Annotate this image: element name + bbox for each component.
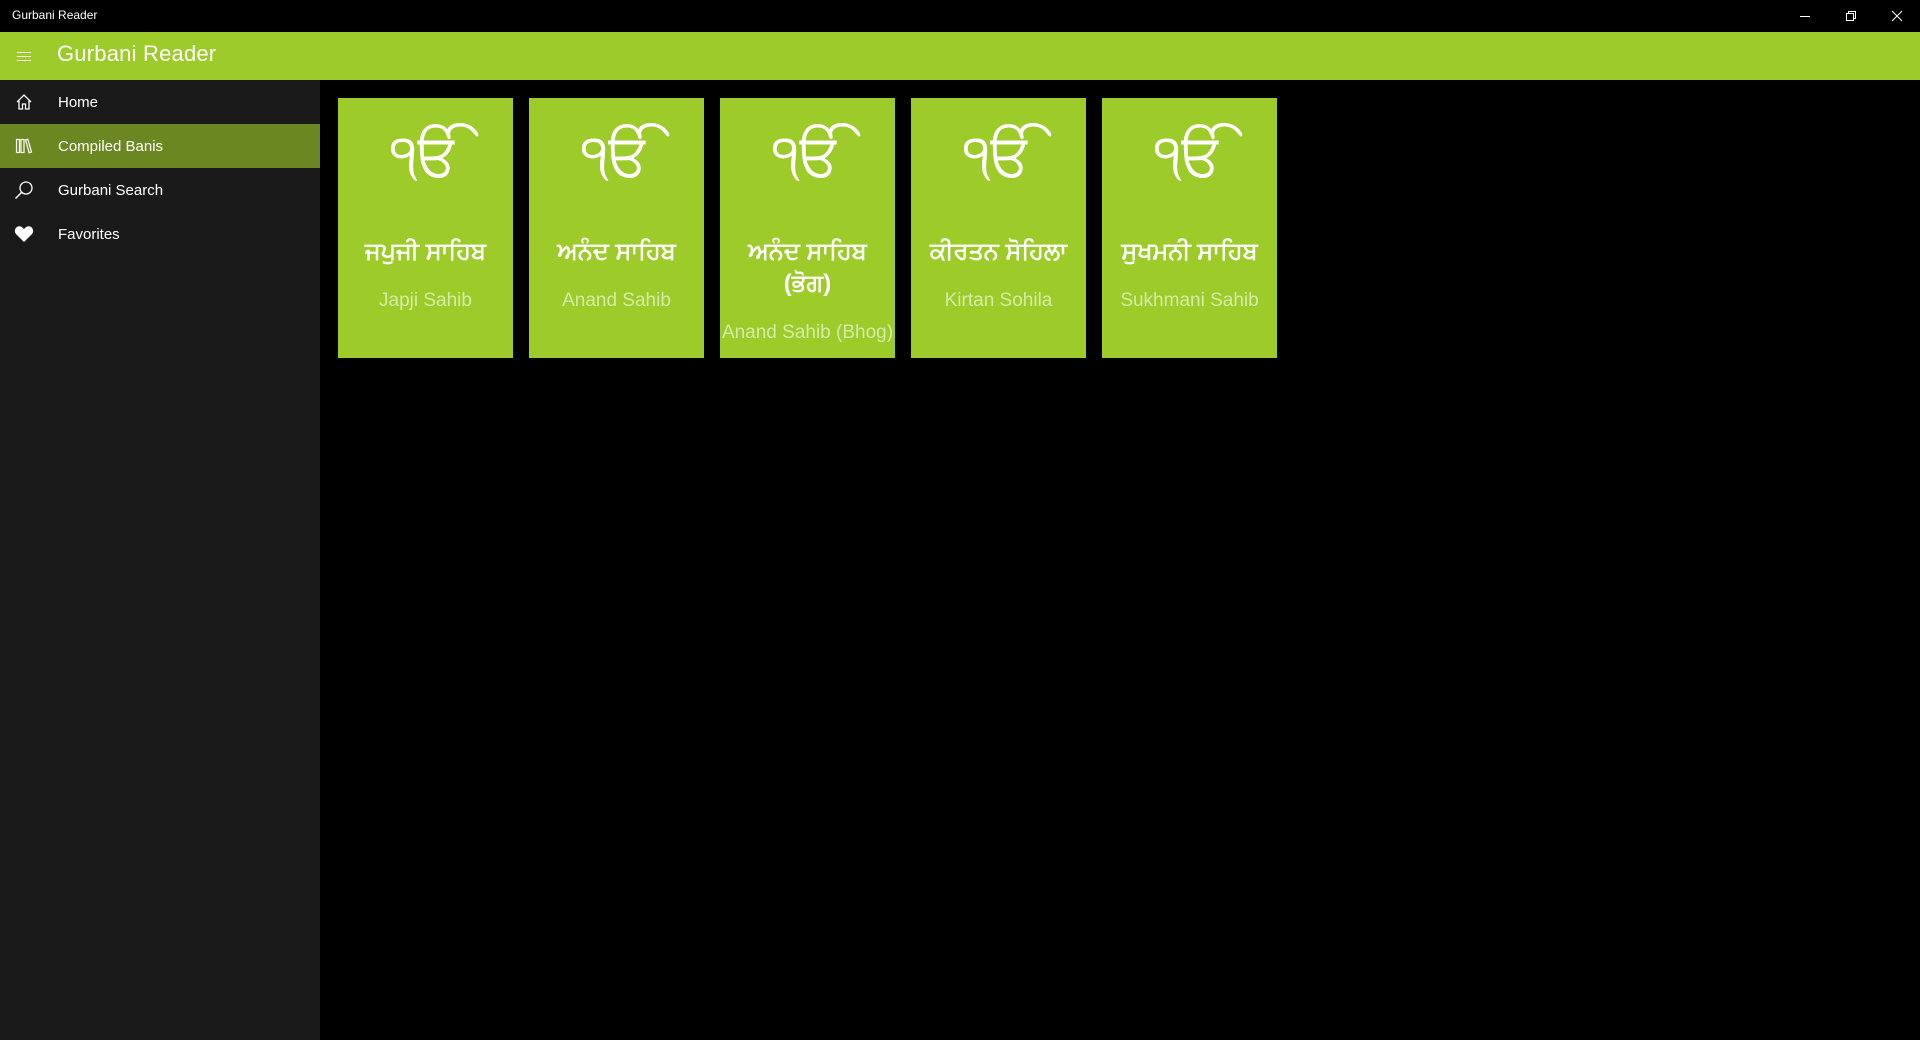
ik-onkar-icon: ੴ <box>1154 123 1225 188</box>
nav-item-home[interactable]: Home <box>0 80 320 124</box>
hamburger-menu-button[interactable] <box>0 32 48 80</box>
home-icon <box>0 80 48 124</box>
bani-tiles-grid: ੴ ਜਪੁਜੀ ਸਾਹਿਬ Japji Sahib ੴ ਅਨੰਦ ਸਾਹਿਬ A… <box>338 98 1277 358</box>
tile-gurmukhi-title: ਸੁਖਮਨੀ ਸਾਹਿਬ <box>1121 238 1258 265</box>
restore-button[interactable] <box>1828 0 1874 32</box>
nav-label: Compiled Banis <box>58 137 164 155</box>
tile-english-title: Anand Sahib (Bhog) <box>721 322 894 343</box>
window-title-bar: Gurbani Reader <box>0 0 1920 32</box>
tile-english-title: Sukhmani Sahib <box>1120 290 1259 311</box>
hamburger-icon <box>17 52 31 61</box>
minimize-icon <box>1800 16 1810 17</box>
close-button[interactable] <box>1874 0 1920 32</box>
navigation-pane: Home Compiled Banis Gurbani Search Favor… <box>0 80 320 1040</box>
library-icon <box>0 124 48 168</box>
window-title: Gurbani Reader <box>12 8 98 22</box>
main-content: ੴ ਜਪੁਜੀ ਸਾਹਿਬ Japji Sahib ੴ ਅਨੰਦ ਸਾਹਿਬ A… <box>320 80 1920 1040</box>
restore-icon <box>1846 11 1856 21</box>
nav-label: Gurbani Search <box>58 181 164 199</box>
close-icon <box>1891 10 1903 22</box>
tile-gurmukhi-title: ਅਨੰਦ ਸਾਹਿਬ (ਭੋਗ) <box>748 238 867 297</box>
bani-tile-anand-sahib[interactable]: ੴ ਅਨੰਦ ਸਾਹਿਬ Anand Sahib <box>529 98 704 358</box>
search-icon <box>0 168 48 212</box>
nav-item-compiled-banis[interactable]: Compiled Banis <box>0 124 320 168</box>
app-title: Gurbani Reader <box>57 41 217 66</box>
tile-english-title: Anand Sahib <box>562 290 671 311</box>
nav-item-favorites[interactable]: Favorites <box>0 212 320 256</box>
heart-icon <box>0 212 48 256</box>
ik-onkar-icon: ੴ <box>581 123 652 188</box>
tile-english-title: Japji Sahib <box>379 290 472 311</box>
nav-item-gurbani-search[interactable]: Gurbani Search <box>0 168 320 212</box>
ik-onkar-icon: ੴ <box>772 123 843 188</box>
bani-tile-sukhmani-sahib[interactable]: ੴ ਸੁਖਮਨੀ ਸਾਹਿਬ Sukhmani Sahib <box>1102 98 1277 358</box>
tile-english-title: Kirtan Sohila <box>944 290 1053 311</box>
bani-tile-japji-sahib[interactable]: ੴ ਜਪੁਜੀ ਸਾਹਿਬ Japji Sahib <box>338 98 513 358</box>
tile-gurmukhi-title: ਅਨੰਦ ਸਾਹਿਬ <box>557 238 676 265</box>
app-header: Gurbani Reader <box>0 32 1920 80</box>
nav-label: Home <box>58 93 99 111</box>
nav-label: Favorites <box>58 225 120 243</box>
minimize-button[interactable] <box>1782 0 1828 32</box>
ik-onkar-icon: ੴ <box>390 123 461 188</box>
bani-tile-kirtan-sohila[interactable]: ੴ ਕੀਰਤਨ ਸੋਹਿਲਾ Kirtan Sohila <box>911 98 1086 358</box>
bani-tile-anand-sahib-bhog[interactable]: ੴ ਅਨੰਦ ਸਾਹਿਬ (ਭੋਗ) Anand Sahib (Bhog) <box>720 98 895 358</box>
tile-gurmukhi-title: ਕੀਰਤਨ ਸੋਹਿਲਾ <box>929 238 1068 265</box>
tile-gurmukhi-title: ਜਪੁਜੀ ਸਾਹਿਬ <box>364 238 486 265</box>
ik-onkar-icon: ੴ <box>963 123 1034 188</box>
